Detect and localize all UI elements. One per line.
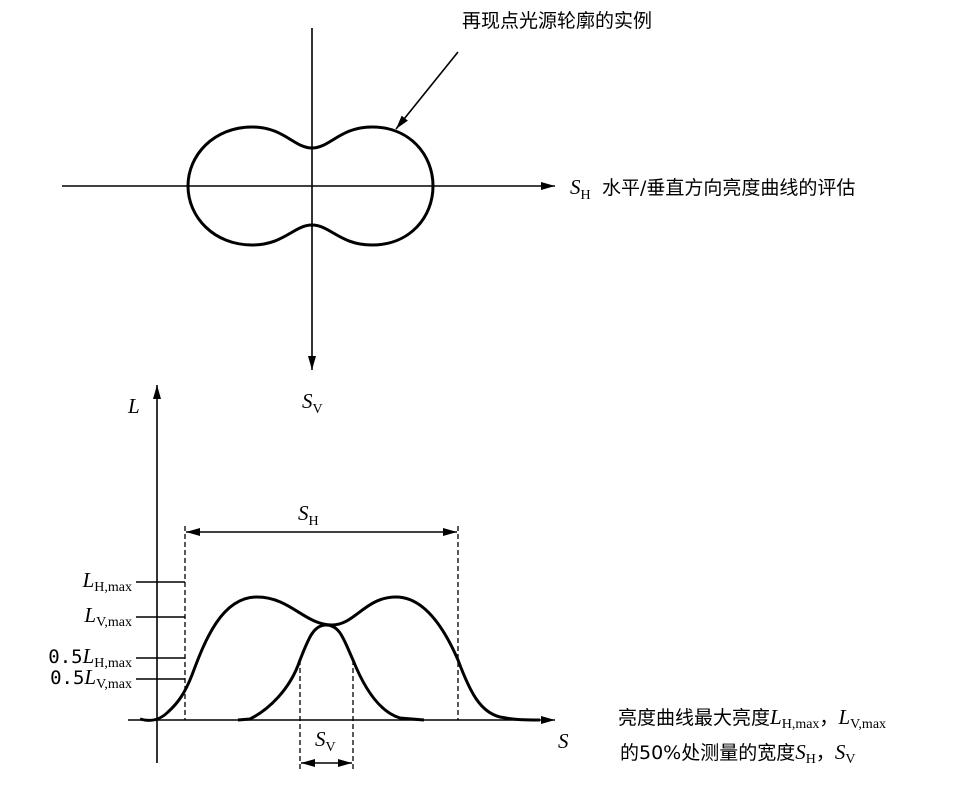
caption: 亮度曲线最大亮度LH,max，LV,max 的50%处测量的宽度SH，SV xyxy=(618,705,886,767)
luminance-chart: L S LH,max LV,max 0.5LH,max 0.5LV,max SH… xyxy=(48,385,569,772)
sv-axis-label: SV xyxy=(302,389,323,417)
vertical-luminance-curve xyxy=(237,623,425,722)
level-label-half-lh-max: 0.5LH,max xyxy=(48,644,132,671)
callout-label: 再现点光源轮廓的实例 xyxy=(462,10,652,32)
level-label-lv-max: LV,max xyxy=(83,603,132,630)
sv-dimension-label: SV xyxy=(315,727,336,755)
callout-leader-arrow xyxy=(395,51,459,130)
l-axis-label: L xyxy=(127,394,140,418)
caption-line-2: 的50%处测量的宽度SH，SV xyxy=(620,740,856,767)
s-axis-label: S xyxy=(558,729,569,753)
contour-section: 再现点光源轮廓的实例 SH 水平/垂直方向亮度曲线的评估 SV xyxy=(62,10,855,417)
caption-line-1: 亮度曲线最大亮度LH,max，LV,max xyxy=(618,705,886,732)
level-label-lh-max: LH,max xyxy=(82,568,132,595)
horizontal-luminance-curve xyxy=(139,595,541,722)
level-label-half-lv-max: 0.5LV,max xyxy=(50,665,132,692)
sh-axis-caption: 水平/垂直方向亮度曲线的评估 xyxy=(602,177,855,199)
sh-axis-label: SH xyxy=(570,175,591,203)
sh-dimension-label: SH xyxy=(298,501,319,529)
point-source-contour xyxy=(186,125,435,247)
